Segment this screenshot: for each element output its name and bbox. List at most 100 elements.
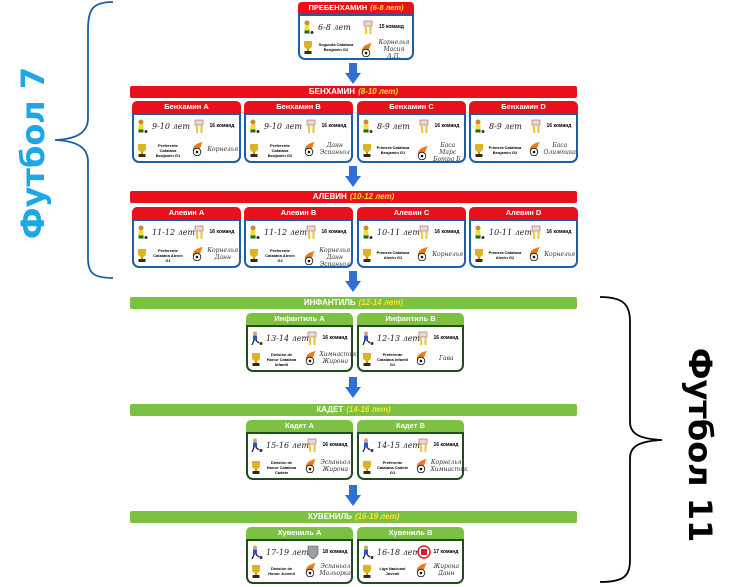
card-title: Инфантиль A xyxy=(246,313,353,325)
age-range: 13-14 лет xyxy=(266,333,310,343)
teams-cell: 16 команд xyxy=(193,119,235,134)
age-range: 14-15 лет xyxy=(377,440,421,450)
teams-cell: 16 команд xyxy=(306,438,348,453)
league-name: Preferente Catalana Alevin G2 xyxy=(265,247,295,263)
league-cell: Primera Catalana Alevin G2 xyxy=(472,245,522,265)
teams-cell: 18 команд xyxy=(306,545,348,560)
age-range: 6-8 лет xyxy=(318,22,351,32)
age-cell: 9-10 лет xyxy=(247,119,302,133)
league-name: División de Honor Catalana Cadete xyxy=(266,459,297,475)
fireball-ball-icon xyxy=(416,247,430,262)
card-title: Алевин D xyxy=(469,207,578,219)
player-jersey-icon xyxy=(530,119,544,134)
age-range: 10-11 лет xyxy=(377,227,421,237)
fireball-ball-icon xyxy=(304,351,318,366)
left-brace xyxy=(54,1,114,279)
opponents-cell: Корнелья xyxy=(528,247,577,262)
age-cell: 11-12 лет xyxy=(135,225,195,239)
opponents-cell: Корнелья Масия А.П. xyxy=(360,39,412,60)
trophy-icon xyxy=(472,248,486,262)
card-title: Бенхамин C xyxy=(357,101,466,113)
age-range: 15-16 лет xyxy=(266,440,310,450)
kicking-player-icon xyxy=(249,438,263,453)
age-cell: 11-12 лет xyxy=(247,225,307,239)
age-cell: 12-13 лет xyxy=(360,331,420,346)
opponents-cell: Эспаньол Мальорка xyxy=(304,563,352,578)
player-jersey-icon xyxy=(193,225,207,240)
age-cell: 8-9 лет xyxy=(360,119,410,133)
football-7-label: Футбол 7 xyxy=(14,66,52,240)
age-cell: 13-14 лет xyxy=(249,331,310,346)
rival-clubs: Корнелья Химнастик xyxy=(430,459,468,473)
league-name: Primera Catalana Benjamin G1 xyxy=(376,145,410,155)
kicking-player-icon xyxy=(249,331,263,346)
teams-cell: 16 команд xyxy=(530,119,571,134)
player-jersey-icon xyxy=(306,331,320,346)
age-cell: 6-8 лет xyxy=(301,20,351,34)
rival-clubs: Корнелья Данн Эспаньол xyxy=(319,247,351,268)
down-arrow-icon xyxy=(345,377,361,399)
fireball-ball-icon xyxy=(191,247,205,262)
player-jersey-icon xyxy=(417,331,431,346)
team-count: 16 команд xyxy=(322,442,348,448)
league-cell: Primera Catalana Alevin G1 xyxy=(360,245,410,265)
card-title: Бенхамин B xyxy=(244,101,353,113)
player-jersey-icon xyxy=(305,119,319,134)
league-name: Preferente Catalana Benjamin G1 xyxy=(155,142,181,158)
fireball-ball-icon xyxy=(304,459,318,474)
rival-clubs: Баса Марс Ботра Б. xyxy=(433,142,463,163)
player-jersey-icon xyxy=(530,225,544,240)
league-name: Preferente Catalana Alevin G1 xyxy=(153,247,183,263)
right-brace xyxy=(599,296,663,583)
age-range: 9-10 лет xyxy=(264,121,302,131)
level-band-4: КАДЕТ(14-16 лет) xyxy=(130,404,577,416)
rival-clubs: Гава xyxy=(438,354,454,362)
teams-cell: 17 команд xyxy=(416,545,459,559)
league-name: Preferente Catalana Benjamin G2 xyxy=(267,142,293,158)
age-cell: 9-10 лет xyxy=(135,119,190,133)
team-count: 16 команд xyxy=(321,229,347,235)
team-count: 18 команд xyxy=(322,549,348,555)
teams-cell: 16 команд xyxy=(417,438,458,453)
rival-clubs: Корнелья xyxy=(544,250,576,258)
level-name: АЛЕВИН xyxy=(312,192,347,201)
team-count: 16 команд xyxy=(209,123,235,129)
league-cell: Primera Catalana Benjamin G1 xyxy=(360,140,410,160)
trophy-icon xyxy=(360,248,374,262)
child-player-icon xyxy=(360,225,374,239)
league-name: Primera Catalana Alevin G2 xyxy=(488,250,522,260)
rival-clubs: Корнелья Данн xyxy=(207,247,239,261)
trophy-icon xyxy=(360,460,374,474)
fireball-ball-icon xyxy=(528,247,542,262)
team-count: 16 команд xyxy=(322,335,348,341)
teams-cell: 16 команд xyxy=(530,225,571,240)
level-band-3: ИНФАНТИЛЬ(12-14 лет) xyxy=(130,297,577,309)
team-count: 17 команд xyxy=(433,549,459,555)
level-years: (12-14 лет) xyxy=(358,298,404,307)
trophy-icon xyxy=(360,352,374,366)
league-cell: División de Honor Catalana Cadete xyxy=(249,457,298,477)
level-name: ХУВЕНИЛЬ xyxy=(307,512,352,521)
level-band-2: АЛЕВИН(10-12 лет) xyxy=(130,191,577,203)
fireball-ball-icon xyxy=(303,250,317,265)
age-range: 9-10 лет xyxy=(152,121,190,131)
teams-cell: 15 команд xyxy=(362,20,404,35)
league-name: Primera Catalana Alevin G1 xyxy=(376,250,410,260)
kicking-player-icon xyxy=(249,545,263,560)
card-title: ПРЕБЕНХАМИН(6-8 лет) xyxy=(298,2,414,14)
opponents-cell: Эспаньол Жирона xyxy=(304,459,352,474)
